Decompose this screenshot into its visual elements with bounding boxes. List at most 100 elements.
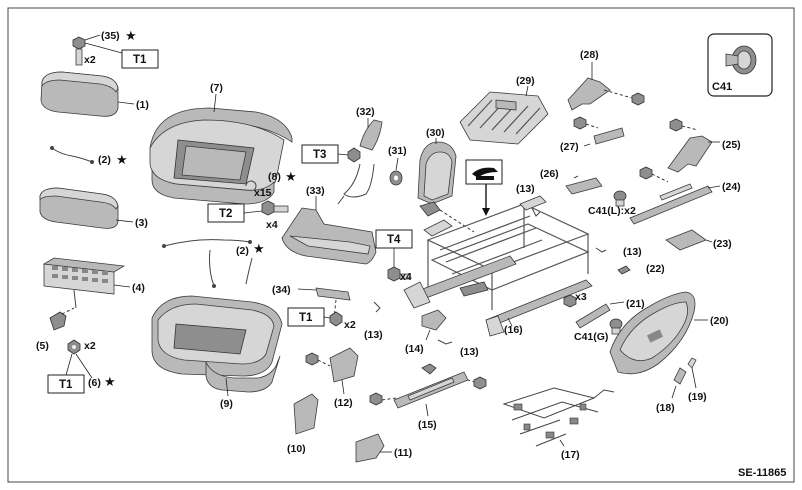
part-35-bolt [72, 36, 86, 66]
part-29-seatback-pan [459, 91, 549, 145]
callout-15: (15) [418, 419, 437, 431]
callout-13-c: (13) [623, 246, 642, 258]
callout-3: (3) [135, 217, 148, 229]
part-33-side-frame [281, 207, 377, 265]
part-4-heater-mat [42, 257, 126, 309]
part-28-bracket [567, 77, 645, 111]
qty-t4: x4 [400, 271, 412, 283]
bolt-t2 [261, 200, 289, 216]
callout-33: (33) [306, 185, 325, 197]
callout-29: (29) [516, 75, 535, 87]
callout-11: (11) [394, 447, 412, 459]
star-mark-35: ★ [125, 29, 137, 44]
part-24-rail [629, 166, 713, 225]
qty-35: x2 [84, 54, 96, 66]
callout-26: (26) [540, 168, 559, 180]
part-13-clip-d [437, 339, 453, 345]
part-5-clip [49, 311, 67, 331]
callout-2-lower: (2) [236, 245, 249, 257]
qty-6: x2 [84, 340, 96, 352]
qty-c41-g: C41(G) [574, 331, 608, 343]
part-16-seat-frame [403, 195, 593, 337]
part-30-back-panel [417, 141, 475, 233]
part-6-nut [67, 339, 81, 355]
callout-10: (10) [287, 443, 306, 455]
callout-28: (28) [580, 49, 599, 61]
part-7-seatback-cover [149, 107, 293, 205]
callout-13-a: (13) [364, 329, 383, 341]
qty-8: x15 [254, 187, 272, 199]
callout-30: (30) [426, 127, 445, 139]
part-34-rail [315, 287, 351, 301]
star-mark-8: ★ [285, 170, 297, 185]
callout-22: (22) [646, 263, 665, 275]
callout-35: (35) [101, 30, 120, 42]
callout-27: (27) [560, 141, 579, 153]
part-2-wire-upper [51, 147, 93, 163]
part-11-panel [355, 433, 385, 463]
part-8-hog-ring [245, 180, 257, 191]
callout-19: (19) [688, 391, 707, 403]
torque-label-t3: T3 [313, 149, 326, 161]
torque-box-t1-bottom [47, 374, 85, 394]
callout-9: (9) [220, 398, 233, 410]
callout-24: (24) [722, 181, 741, 193]
callout-2-upper: (2) [98, 154, 111, 166]
qty-21: x3 [575, 291, 587, 303]
callout-1: (1) [136, 99, 149, 111]
callout-8: (8) [268, 171, 281, 183]
part-20-side-cover [609, 291, 696, 375]
torque-label-t1-bottom: T1 [59, 379, 73, 391]
part-26-bracket [565, 177, 603, 195]
callout-34: (34) [272, 284, 291, 296]
qty-t1-mid: x2 [344, 319, 356, 331]
callout-20: (20) [710, 315, 729, 327]
star-mark-6: ★ [104, 375, 116, 390]
torque-label-t1-mid: T1 [299, 312, 313, 324]
part-31-washer [389, 170, 403, 186]
part-2-wire-lower [163, 239, 253, 287]
qty-c41-l: C41(L):x2 [588, 205, 636, 217]
part-13-clip-a [373, 301, 381, 313]
torque-label-t2: T2 [219, 208, 232, 220]
part-15-cover [369, 363, 487, 409]
part-13-clip-c [595, 247, 607, 253]
part-17-wiring-harness [502, 387, 615, 447]
part-9-seat-cushion-cover [151, 295, 283, 393]
callout-18: (18) [656, 402, 675, 414]
callout-23: (23) [713, 238, 732, 250]
part-18-clip [673, 367, 687, 385]
qty-t2: x4 [266, 219, 278, 231]
part-23-trim [665, 229, 707, 251]
part-13-clip-b [531, 207, 541, 217]
star-mark-2-lower: ★ [253, 242, 265, 257]
clip-removal-tool-icon [465, 159, 503, 216]
part-32-recliner-handle [337, 119, 383, 205]
callout-12: (12) [334, 397, 353, 409]
callout-13-d: (13) [460, 346, 479, 358]
torque-label-t4: T4 [387, 234, 401, 246]
part-12-cover [305, 347, 359, 383]
part-c41-l-pin [613, 190, 627, 207]
callout-25: (25) [722, 139, 741, 151]
part-c41-g-pin [609, 318, 623, 335]
torque-label-t1-top: T1 [133, 54, 147, 66]
part-21-cover [563, 294, 611, 329]
part-25-bracket [667, 118, 713, 173]
callout-5: (5) [36, 340, 49, 352]
part-27-trim [573, 116, 625, 145]
torque-box-t1-top [121, 49, 159, 69]
part-19-clip [687, 357, 697, 369]
callout-6: (6) [88, 377, 101, 389]
diagram-border [7, 7, 795, 483]
callout-21: (21) [626, 298, 645, 310]
part-22-clip [617, 265, 631, 275]
figure-code: SE-11865 [738, 467, 786, 479]
callout-7: (7) [210, 82, 223, 94]
callout-16: (16) [504, 324, 523, 336]
nut-t1-mid [329, 311, 343, 327]
part-14-cover [421, 309, 447, 331]
inset-c41 [707, 33, 773, 97]
inset-label-c41: C41 [712, 81, 732, 93]
